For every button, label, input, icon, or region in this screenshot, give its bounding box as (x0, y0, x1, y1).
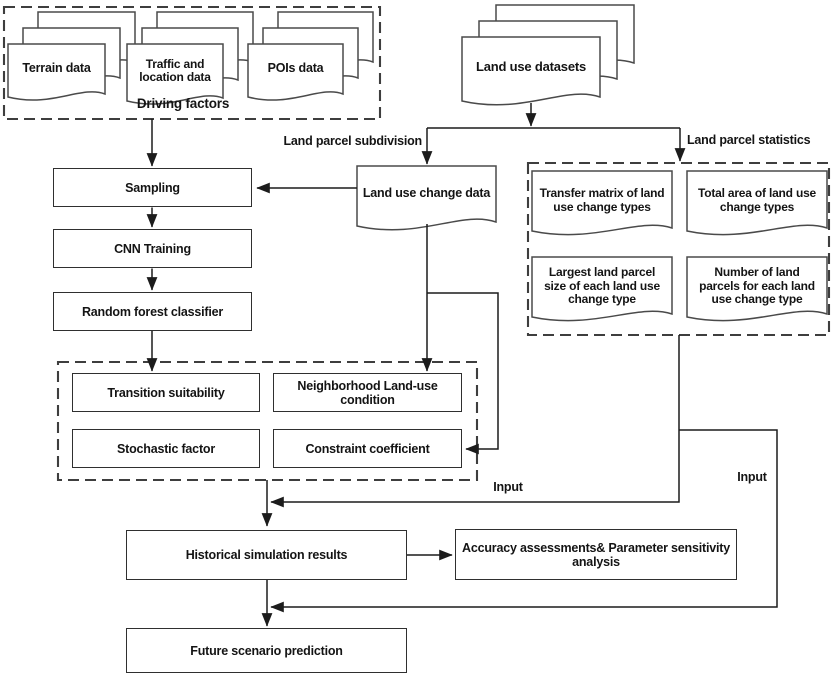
land-use-datasets-label: Land use datasets (475, 59, 587, 75)
largest-parcel-label: Largest land parcel size of each land us… (544, 265, 660, 307)
transition-suitability-box: Transition suitability (72, 373, 260, 412)
connector-statistics-input-2 (270, 429, 778, 613)
total-area-label: Total area of land use change types (697, 186, 817, 214)
largest-parcel-doc-shape (531, 256, 673, 322)
ca-factors-dashed-frame (56, 360, 479, 482)
total-area-doc-shape (686, 170, 828, 236)
land-parcel-statistics-label: Land parcel statistics (687, 133, 811, 147)
change-data-label: Land use change data (362, 186, 491, 201)
connector-changedata-to-constraint (427, 292, 499, 455)
change-data-doc-shape (356, 165, 497, 231)
transfer-matrix-label: Transfer matrix of land use change types (539, 186, 665, 214)
traffic-doc-label: Traffic and location data (139, 56, 211, 84)
terrain-doc-label: Terrain data (22, 61, 91, 76)
land-parcel-subdivision-label: Land parcel subdivision (283, 134, 423, 148)
constraint-coefficient-box: Constraint coefficient (273, 429, 462, 468)
driving-factors-group-label: Driving factors (136, 96, 230, 111)
pois-doc-label: POIs data (267, 61, 324, 76)
traffic-doc-shape (126, 43, 224, 105)
parcel-statistics-dashed-frame (526, 161, 831, 337)
input-label-left: Input (493, 480, 523, 494)
future-scenario-box: Future scenario prediction (126, 628, 407, 673)
input-label-right: Input (737, 470, 767, 484)
neighborhood-condition-box: Neighborhood Land-use condition (273, 373, 462, 412)
number-parcels-doc-shape (686, 256, 828, 322)
accuracy-assessment-box: Accuracy assessments& Parameter sensitiv… (455, 529, 737, 580)
stochastic-factor-box: Stochastic factor (72, 429, 260, 468)
pois-doc-shape (247, 43, 344, 101)
sampling-box: Sampling (53, 168, 252, 207)
driving-factors-dashed-frame (2, 5, 382, 121)
random-forest-box: Random forest classifier (53, 292, 252, 331)
transfer-matrix-doc-shape (531, 170, 673, 236)
connector-statistics-input-1 (270, 335, 680, 508)
terrain-doc-shape (7, 43, 106, 101)
number-parcels-label: Number of land parcels for each land use… (699, 265, 815, 307)
cnn-training-box: CNN Training (53, 229, 252, 268)
datasets-doc-shape (461, 36, 601, 106)
historical-simulation-box: Historical simulation results (126, 530, 407, 580)
